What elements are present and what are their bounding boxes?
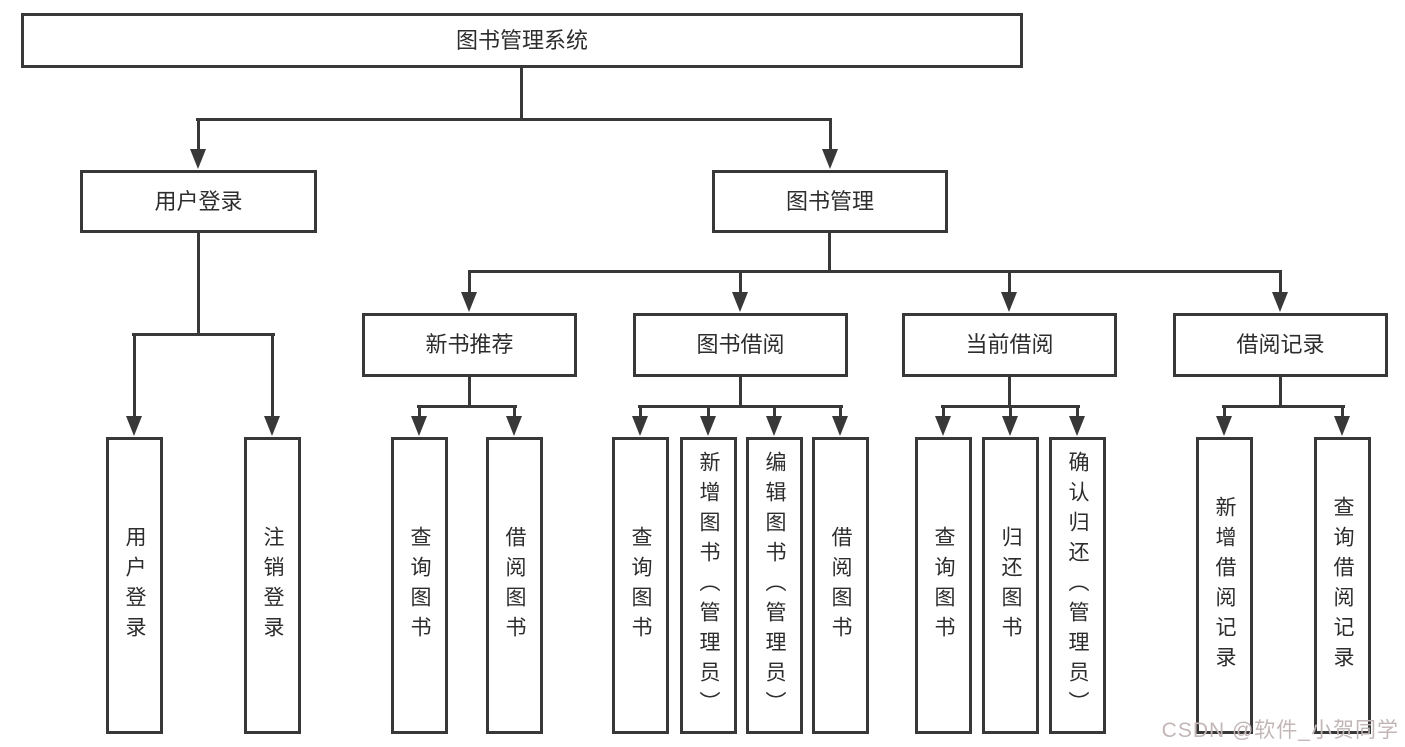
arrowhead [461, 292, 477, 312]
connector-stem [639, 405, 642, 418]
connector-stem [773, 405, 776, 418]
arrowhead [822, 149, 838, 169]
connector-borrow-rail [638, 405, 843, 408]
arrowhead [700, 416, 716, 436]
csdn-watermark: CSDN @软件_小贺同学 [1161, 719, 1399, 742]
connector-stem [739, 270, 742, 294]
connector-login-drop [197, 233, 200, 335]
node-current-borrow: 当前借阅 [902, 313, 1117, 377]
connector-stem [829, 118, 832, 152]
connector-stem [1341, 405, 1344, 418]
connector-stem [1008, 270, 1011, 294]
connector-stem [1223, 405, 1226, 418]
leaf-query-borrow-record: 查询借阅记录 [1314, 437, 1371, 734]
arrowhead [411, 416, 427, 436]
arrowhead [1272, 292, 1288, 312]
arrowhead [506, 416, 522, 436]
connector-root-rail [196, 118, 832, 121]
connector-root-drop [520, 68, 523, 120]
leaf-edit-book-admin: 编辑图书（管理员） [746, 437, 803, 734]
connector-recommend-rail [417, 405, 517, 408]
arrowhead [732, 292, 748, 312]
connector-records-rail [1222, 405, 1345, 408]
leaf-add-borrow-record: 新增借阅记录 [1196, 437, 1253, 734]
connector-current-drop [1008, 377, 1011, 407]
connector-stem [1009, 405, 1012, 418]
arrowhead [1002, 416, 1018, 436]
arrowhead [264, 416, 280, 436]
arrowhead [126, 416, 142, 436]
connector-stem [468, 270, 471, 294]
node-borrow-records: 借阅记录 [1173, 313, 1388, 377]
leaf-query-books-recommend: 查询图书 [391, 437, 448, 734]
connector-stem [1076, 405, 1079, 418]
connector-recommend-drop [468, 377, 471, 407]
connector-borrow-drop [739, 377, 742, 407]
arrowhead [1069, 416, 1085, 436]
arrowhead [1334, 416, 1350, 436]
arrowhead [832, 416, 848, 436]
connector-stem [513, 405, 516, 418]
node-book-management: 图书管理 [712, 170, 948, 233]
connector-records-drop [1279, 377, 1282, 407]
leaf-confirm-return-admin: 确认归还（管理员） [1049, 437, 1106, 734]
connector-mgmt-rail [468, 270, 1282, 273]
leaf-query-books-current: 查询图书 [915, 437, 972, 734]
connector-mgmt-drop [828, 233, 831, 273]
leaf-return-book: 归还图书 [982, 437, 1039, 734]
leaf-add-book-admin: 新增图书（管理员） [680, 437, 737, 734]
node-user-login: 用户登录 [80, 170, 317, 233]
connector-stem [839, 405, 842, 418]
arrowhead [632, 416, 648, 436]
connector-stem [418, 405, 421, 418]
node-book-borrow: 图书借阅 [633, 313, 848, 377]
connector-stem [707, 405, 710, 418]
leaf-user-login: 用户登录 [106, 437, 163, 734]
leaf-borrow-book: 借阅图书 [812, 437, 869, 734]
connector-login-rail [132, 333, 275, 336]
arrowhead [935, 416, 951, 436]
arrowhead [766, 416, 782, 436]
arrowhead [1216, 416, 1232, 436]
arrowhead [1001, 292, 1017, 312]
connector-stem [271, 333, 274, 418]
connector-stem [1279, 270, 1282, 294]
connector-stem [942, 405, 945, 418]
connector-stem [133, 333, 136, 418]
node-new-book-recommend: 新书推荐 [362, 313, 577, 377]
leaf-logout: 注销登录 [244, 437, 301, 734]
connector-stem [197, 118, 200, 152]
leaf-query-books-borrow: 查询图书 [612, 437, 669, 734]
node-root: 图书管理系统 [21, 13, 1023, 68]
leaf-borrow-book-recommend: 借阅图书 [486, 437, 543, 734]
arrowhead [190, 149, 206, 169]
